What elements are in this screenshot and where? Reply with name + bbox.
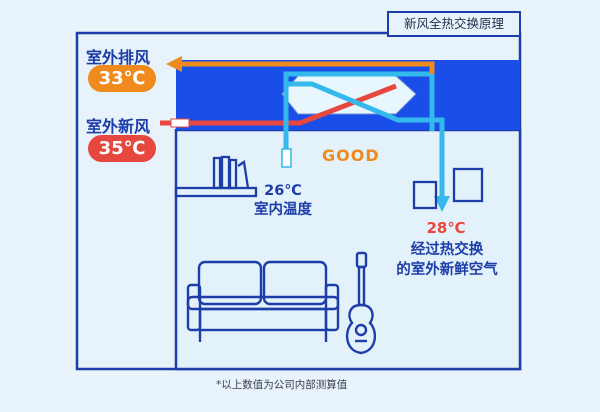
footnote: *以上数值为公司内部测算值 <box>216 379 348 391</box>
exhaust-label: 室外排风 <box>86 48 151 67</box>
picture-frame-icon <box>412 180 438 210</box>
indoor-temp: 26℃ <box>264 183 302 199</box>
supply-desc-line2: 的室外新鲜空气 <box>396 262 498 278</box>
indoor-temp-label: 室内温度 <box>254 202 312 218</box>
supply-desc-line1: 经过热交换 <box>410 242 484 258</box>
exhaust-air-path <box>165 55 435 74</box>
exhaust-temp-badge: 33℃ <box>88 65 156 92</box>
fresh-outdoor-label: 室外新风 <box>86 117 151 136</box>
fresh-air-path <box>160 83 397 126</box>
sofa-icon <box>186 260 340 342</box>
cyan-air-path <box>283 71 442 204</box>
supply-temp: 28℃ <box>426 219 466 237</box>
guitar-icon <box>345 251 377 355</box>
status-good-text: GOOD <box>322 146 380 165</box>
fresh-outdoor-temp-badge: 35℃ <box>88 135 156 162</box>
bookshelf-icon <box>174 155 258 198</box>
page-title: 新风全热交换原理 <box>403 16 504 31</box>
picture-frame-icon <box>452 167 484 203</box>
return-air-vent <box>281 148 292 168</box>
fresh-air-inlet-grill <box>170 118 190 128</box>
title-tab <box>387 11 521 37</box>
